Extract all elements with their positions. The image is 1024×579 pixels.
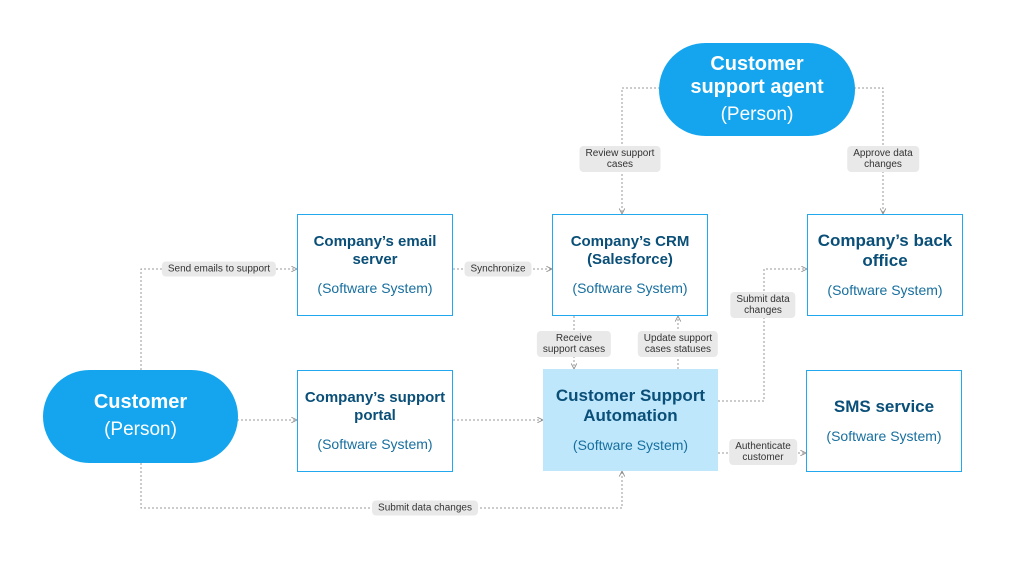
connector-review-cases	[622, 87, 660, 214]
agent-name: Customer support agent	[690, 52, 824, 98]
customer-name: Customer	[93, 391, 188, 413]
email-server-name: Company’s email server	[313, 233, 437, 268]
label-send-emails: Send emails to support	[161, 261, 277, 277]
connector-send-emails	[140, 269, 297, 370]
email-server-type: (Software System)	[317, 280, 433, 296]
support-portal-type: (Software System)	[317, 436, 433, 452]
agent-type: (Person)	[720, 103, 794, 125]
support-automation-type: (Software System)	[572, 437, 689, 453]
label-synchronize: Synchronize	[464, 261, 532, 277]
customer-person[interactable]: Customer (Person)	[43, 370, 238, 463]
sms-service-name: SMS service	[833, 397, 935, 416]
connector-approve-changes	[854, 87, 883, 214]
back-office-name: Company’s back office	[817, 231, 953, 270]
back-office-system[interactable]: Company’s back office (Software System)	[807, 214, 963, 316]
connector-submit-backoffice	[718, 269, 807, 402]
customer-type: (Person)	[104, 419, 177, 440]
sms-service-type: (Software System)	[826, 428, 942, 444]
support-portal-system[interactable]: Company’s support portal (Software Syste…	[297, 370, 453, 472]
sms-service-system[interactable]: SMS service (Software System)	[806, 370, 962, 472]
support-automation-name: Customer Support Automation	[555, 386, 706, 425]
customer-support-agent-person[interactable]: Customer support agent (Person)	[659, 43, 855, 136]
label-submit-changes: Submit data changes	[372, 500, 478, 516]
crm-name: Company’s CRM (Salesforce)	[570, 233, 690, 268]
support-portal-name: Company’s support portal	[304, 389, 446, 424]
email-server-system[interactable]: Company’s email server (Software System)	[297, 214, 453, 316]
support-automation-system[interactable]: Customer Support Automation (Software Sy…	[543, 369, 718, 471]
crm-type: (Software System)	[572, 280, 688, 296]
crm-system[interactable]: Company’s CRM (Salesforce) (Software Sys…	[552, 214, 708, 316]
back-office-type: (Software System)	[827, 282, 943, 298]
